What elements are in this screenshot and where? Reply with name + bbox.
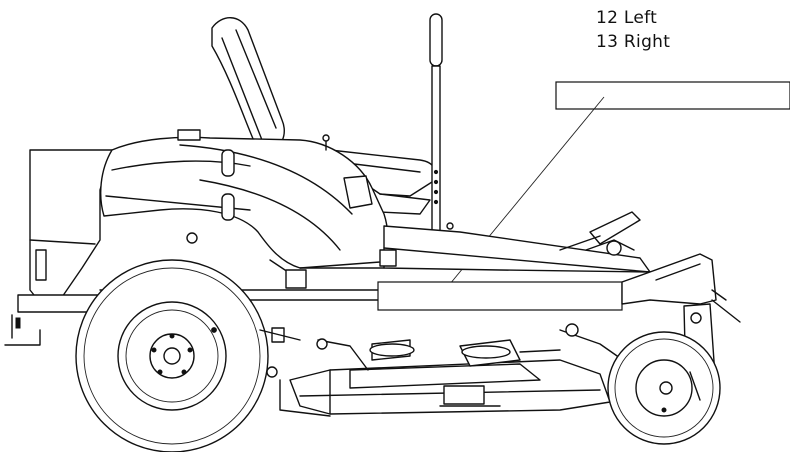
decal-box-lower [377, 281, 623, 311]
body-fender [100, 129, 389, 269]
decal-box-upper [555, 81, 790, 110]
front-caster-wheel [607, 331, 721, 445]
callout-label-right: 13 Right [596, 32, 671, 52]
rear-frame [4, 149, 113, 346]
control-lever [429, 13, 443, 237]
rear-wheel [75, 259, 269, 452]
front-frame [585, 211, 741, 323]
hardware-details [259, 222, 727, 378]
mower-deck [271, 323, 621, 417]
frame-rails [99, 225, 651, 301]
callout-label-left: 12 Left [596, 8, 658, 28]
